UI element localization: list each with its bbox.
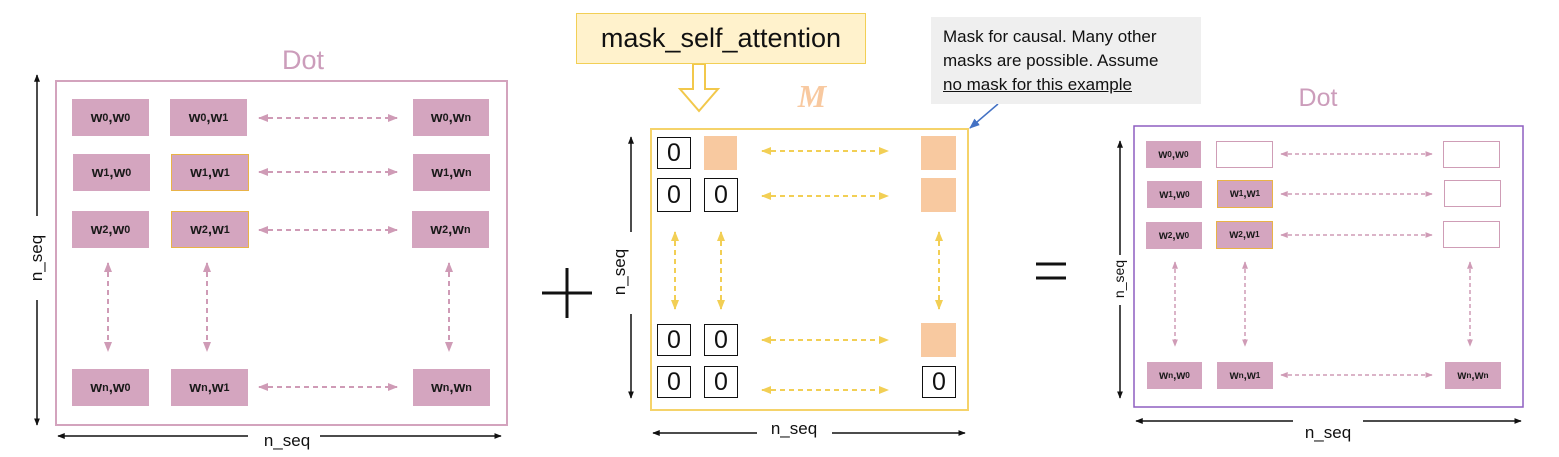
mask-function-box: mask_self_attention xyxy=(576,13,866,64)
mask-cell-0-1-masked xyxy=(704,136,737,170)
left-panel-title: Dot xyxy=(281,45,325,75)
mask-panel-frame xyxy=(650,128,969,411)
mask-cell-n-n: 0 xyxy=(922,366,956,398)
equals-sign xyxy=(1036,262,1066,280)
callout-line-2: masks are possible. Assume xyxy=(943,51,1159,70)
mask-cell-1-0: 0 xyxy=(657,178,691,212)
left-y-axis-label: n_seq xyxy=(27,234,46,282)
mask-panel-title: M xyxy=(797,78,827,114)
mask-cell-n-0: 0 xyxy=(657,366,691,398)
left-panel-frame xyxy=(55,80,508,426)
right-x-axis-label: n_seq xyxy=(1304,423,1352,442)
mask-cell-1-n-masked xyxy=(921,178,956,212)
right-cell-1-n-empty xyxy=(1444,180,1501,207)
right-cell-2-n-empty xyxy=(1443,221,1500,248)
mask-y-axis-label: n_seq xyxy=(610,248,629,296)
left-panel-arrows xyxy=(104,114,453,391)
callout-pointer xyxy=(969,103,999,129)
right-cell-0-1-empty xyxy=(1216,141,1273,168)
plus-sign xyxy=(542,268,592,318)
mask-cell-0-0: 0 xyxy=(657,137,691,169)
right-panel-frame xyxy=(1133,125,1524,408)
mask-function-name: mask_self_attention xyxy=(600,23,842,53)
mask-cell-2-n-masked xyxy=(921,323,956,357)
right-cell-0-n-empty xyxy=(1443,141,1500,168)
left-x-axis-label: n_seq xyxy=(263,431,311,450)
mask-cell-0-n-masked xyxy=(921,136,956,170)
callout-line-1: Mask for causal. Many other xyxy=(943,27,1157,46)
mask-panel-arrows xyxy=(671,147,943,394)
mask-cell-2-0: 0 xyxy=(657,324,691,356)
mask-cell-1-1: 0 xyxy=(704,178,738,212)
callout-line-3: no mask for this example xyxy=(943,75,1132,94)
right-panel-title: Dot xyxy=(1298,84,1338,112)
right-panel-arrows xyxy=(1172,151,1473,378)
right-y-axis-label: n_seq xyxy=(1111,259,1127,299)
mask-x-axis-label: n_seq xyxy=(770,419,818,438)
mask-cell-n-1: 0 xyxy=(704,366,738,398)
callout-note: Mask for causal. Many other masks are po… xyxy=(931,17,1201,104)
down-arrow-icon xyxy=(677,63,721,113)
mask-cell-2-1: 0 xyxy=(704,324,738,356)
